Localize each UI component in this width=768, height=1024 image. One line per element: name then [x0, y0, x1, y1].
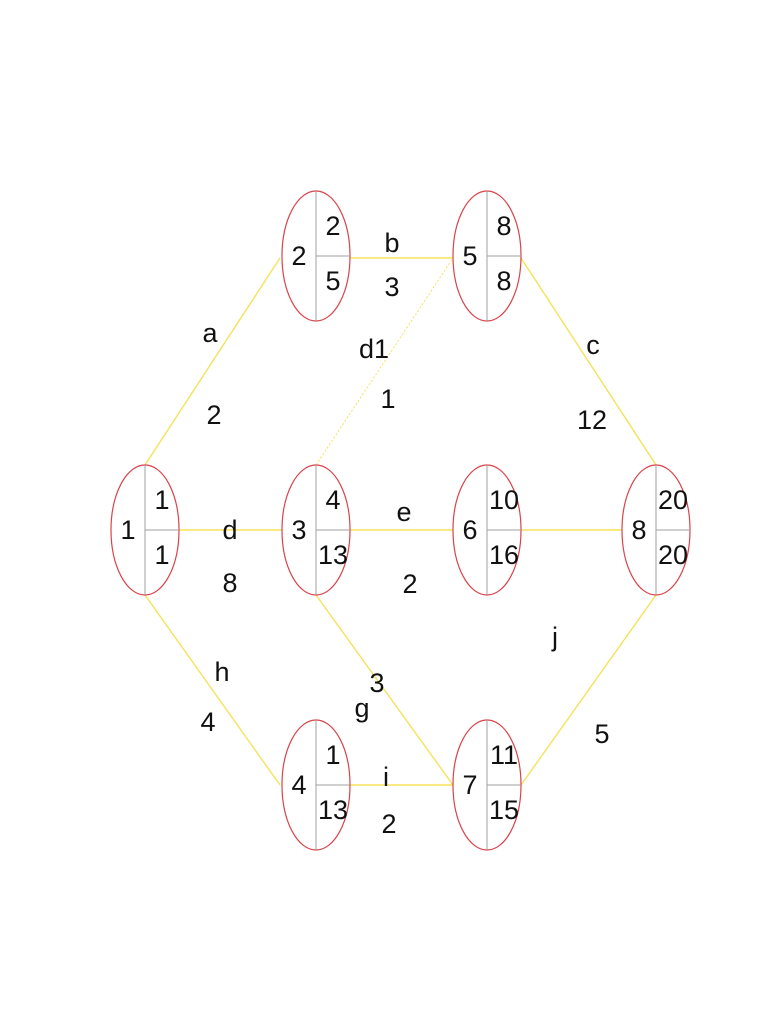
- earliest-time: 1: [154, 485, 169, 515]
- latest-time: 1: [154, 540, 169, 570]
- latest-time: 16: [489, 540, 519, 570]
- event-node-4: 41 13: [281, 719, 351, 851]
- node-number: 5: [462, 241, 477, 271]
- activity-label-c: c: [586, 330, 600, 360]
- duration-label-a: 2: [206, 400, 221, 430]
- event-node-2: 225: [281, 190, 351, 322]
- node-number: 3: [291, 515, 306, 545]
- node-number: 7: [462, 770, 477, 800]
- node-number: 4: [291, 770, 306, 800]
- edge-1-2: [144, 257, 281, 466]
- edge-1-4: [144, 594, 281, 786]
- event-node-3: 34 13: [281, 464, 351, 596]
- earliest-time: 20: [658, 485, 688, 515]
- node-number: 2: [291, 241, 306, 271]
- latest-time: 5: [325, 266, 340, 296]
- node-number: 8: [631, 515, 646, 545]
- activity-label-d1: d1: [359, 334, 389, 364]
- edge-3-5-dummy: [315, 257, 454, 466]
- edge-7-8: [520, 594, 657, 786]
- node-number: 1: [120, 515, 135, 545]
- event-node-6: 6 10 16: [452, 464, 522, 596]
- latest-time: 15: [489, 795, 519, 825]
- earliest-time: 10: [489, 485, 519, 515]
- latest-time: 20: [658, 540, 688, 570]
- node-number: 6: [462, 515, 477, 545]
- event-node-8: 8 20 20: [621, 464, 691, 596]
- edge-5-8: [520, 257, 657, 466]
- activity-label-h: h: [214, 657, 229, 687]
- earliest-time: 11: [490, 740, 518, 770]
- earliest-time: 1: [325, 740, 340, 770]
- event-node-1: 111: [110, 464, 180, 596]
- latest-time: 8: [496, 266, 511, 296]
- duration-label-d: 8: [222, 568, 237, 598]
- earliest-time: 4: [325, 485, 340, 515]
- activity-label-d: d: [222, 515, 237, 545]
- activity-label-a: a: [202, 318, 218, 348]
- duration-label-e: 2: [402, 569, 417, 599]
- event-node-5: 58 8: [452, 190, 522, 322]
- activity-label-g: g: [354, 693, 369, 723]
- earliest-time: 2: [325, 211, 340, 241]
- activity-label-j: j: [551, 622, 558, 652]
- earliest-time: 8: [496, 211, 511, 241]
- duration-label-c: 12: [577, 405, 607, 435]
- duration-label-h: 4: [200, 707, 215, 737]
- activity-label-e: e: [396, 497, 411, 527]
- latest-time: 13: [318, 795, 348, 825]
- duration-label-j: 5: [594, 719, 609, 749]
- edge-3-7: [315, 594, 454, 786]
- activity-label-i: i: [383, 762, 389, 792]
- edge-layer: [144, 257, 657, 786]
- duration-label-b: 3: [384, 272, 399, 302]
- activity-label-b: b: [384, 228, 399, 258]
- duration-label-i: 2: [381, 809, 396, 839]
- duration-label-g: 3: [369, 668, 384, 698]
- event-node-7: 7 11 15: [452, 719, 522, 851]
- duration-label-d1: 1: [380, 384, 395, 414]
- latest-time: 13: [318, 540, 348, 570]
